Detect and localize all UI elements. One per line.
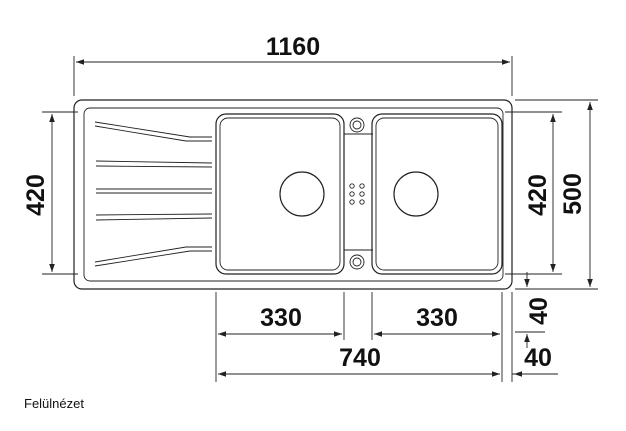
dim-40-horizontal: 40 — [524, 344, 552, 372]
right-bowl — [371, 113, 503, 275]
dimension-left-height: 420 — [22, 111, 78, 275]
dimension-horizontal-offset: 40 — [490, 292, 558, 382]
dimension-right-bowl-width: 330 — [371, 292, 503, 382]
dim-500: 500 — [559, 173, 587, 215]
dim-420-left: 420 — [22, 174, 50, 216]
dim-330-left: 330 — [260, 304, 302, 332]
dimension-left-bowl-width: 330 — [215, 292, 345, 382]
dim-420-right: 420 — [524, 174, 552, 216]
faucet-hole-bottom — [349, 254, 365, 270]
dim-1160: 1160 — [266, 33, 320, 61]
left-bowl — [215, 113, 345, 275]
dim-740: 740 — [339, 344, 381, 372]
right-drain — [393, 171, 439, 217]
dim-40-vertical: 40 — [525, 297, 553, 325]
drainboard — [94, 121, 213, 267]
dimension-bowls-span: 740 — [218, 344, 500, 377]
view-caption: Felülnézet — [24, 396, 84, 411]
dimension-vertical-offset: 40 — [515, 272, 553, 348]
sink-outline — [73, 99, 513, 290]
middle-strip — [344, 117, 373, 270]
left-drain — [279, 171, 325, 217]
dimension-overall-width: 1160 — [73, 33, 513, 96]
dimension-right-height: 420 — [505, 111, 562, 275]
dim-330-right: 330 — [416, 304, 458, 332]
overflow-icon — [349, 183, 365, 205]
dimension-overall-depth: 500 — [515, 99, 598, 290]
faucet-hole-top — [349, 117, 365, 133]
